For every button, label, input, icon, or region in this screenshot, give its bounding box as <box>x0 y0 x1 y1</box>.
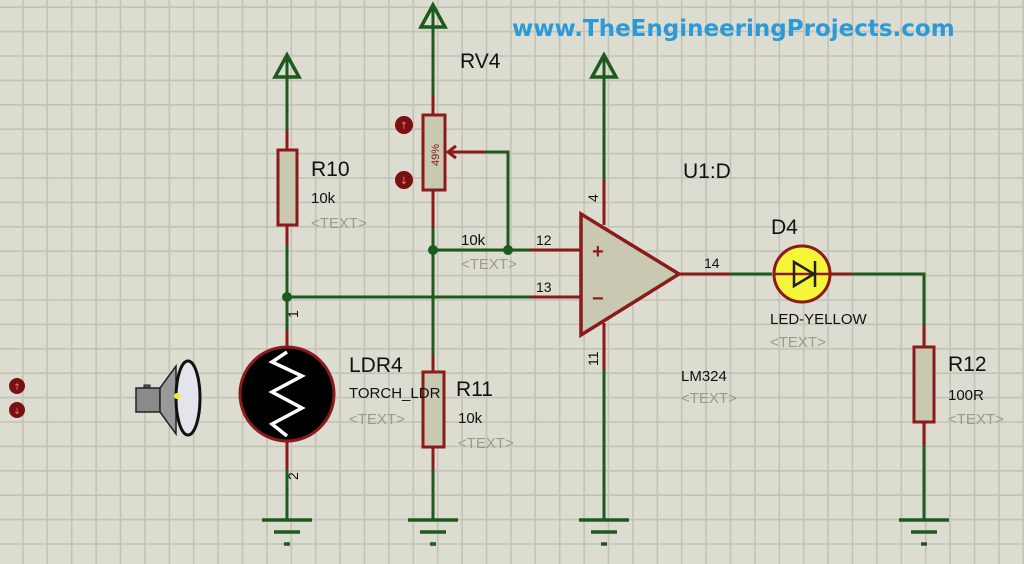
rv4-text: <TEXT> <box>461 256 517 273</box>
u1-opamp[interactable] <box>579 80 683 520</box>
plus-sign: + <box>592 241 604 263</box>
rv4-value: 10k <box>461 232 486 249</box>
ldr4-ref: LDR4 <box>349 354 403 377</box>
d4-ref: D4 <box>771 216 798 239</box>
minus-sign: − <box>592 288 604 310</box>
ldr-pin1: 1 <box>285 310 301 318</box>
junction-dot <box>282 292 292 302</box>
ground-icon[interactable] <box>408 518 458 546</box>
d4-led[interactable] <box>772 244 926 325</box>
decrement-button-icon: ↓ <box>400 176 408 187</box>
r11-text: <TEXT> <box>458 435 514 452</box>
ldr4-sensor[interactable] <box>238 330 336 520</box>
power-terminal-icon[interactable] <box>272 51 302 81</box>
d4-value: LED-YELLOW <box>770 311 868 328</box>
r12-value: 100R <box>948 387 984 404</box>
ldr4-value: TORCH_LDR <box>349 385 441 402</box>
torch-increment-button[interactable]: ↑ <box>9 378 25 394</box>
pin-12-label: 12 <box>536 232 552 248</box>
ldr4-text: <TEXT> <box>349 411 405 428</box>
pin-11-label: 11 <box>585 351 601 366</box>
ground-icon[interactable] <box>899 518 949 546</box>
u1-ref: U1:D <box>683 160 731 183</box>
rv4-position: 49% <box>430 144 442 166</box>
junction-dot <box>428 245 438 255</box>
power-terminal-icon[interactable] <box>418 1 448 31</box>
r10-text: <TEXT> <box>311 215 367 232</box>
u1-value: LM324 <box>681 368 727 385</box>
torch-icon[interactable] <box>135 359 202 437</box>
increment-button-icon: ↑ <box>13 383 21 393</box>
r10-value: 10k <box>311 190 336 207</box>
rv4-decrement-button[interactable]: ↓ <box>395 171 413 189</box>
increment-button-icon: ↑ <box>400 121 408 132</box>
junction-dot <box>503 245 513 255</box>
r10-ref: R10 <box>311 158 350 181</box>
torch-decrement-button[interactable]: ↓ <box>9 402 25 418</box>
watermark: www.TheEngineeringProjects.com <box>512 16 955 42</box>
r12-ref: R12 <box>948 353 987 376</box>
r10-resistor[interactable] <box>276 80 299 330</box>
u1-text: <TEXT> <box>681 390 737 407</box>
rv4-ref: RV4 <box>460 50 501 73</box>
power-terminal-icon[interactable] <box>589 51 619 81</box>
ldr-pin2: 2 <box>285 472 301 480</box>
decrement-button-icon: ↓ <box>13 407 21 417</box>
r11-ref: R11 <box>456 378 493 401</box>
rv4-increment-button[interactable]: ↑ <box>395 116 413 134</box>
pin-13-label: 13 <box>536 279 552 295</box>
pin-4-label: 4 <box>585 194 601 202</box>
pin-14-label: 14 <box>704 255 720 271</box>
r12-text: <TEXT> <box>948 411 1004 428</box>
rv4-potentiometer[interactable] <box>421 30 510 355</box>
r11-resistor[interactable] <box>421 355 446 520</box>
ground-icon[interactable] <box>579 518 629 546</box>
r12-resistor[interactable] <box>912 325 936 520</box>
ground-icon[interactable] <box>262 518 312 546</box>
r11-value: 10k <box>458 410 483 427</box>
d4-text: <TEXT> <box>770 334 826 351</box>
